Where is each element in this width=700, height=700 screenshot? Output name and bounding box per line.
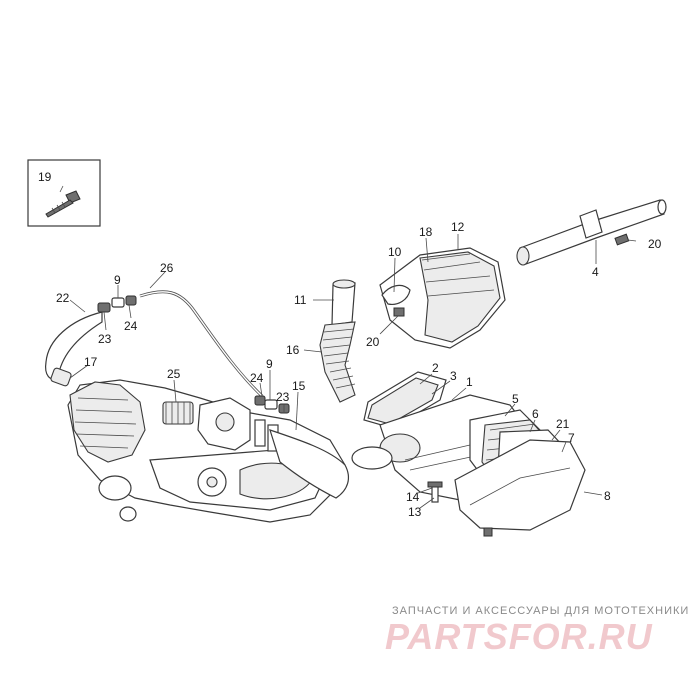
rubber-joint (254, 419, 266, 447)
callout-8: 8 (604, 489, 611, 503)
callout-24-right: 24 (250, 371, 264, 385)
callout-18: 18 (419, 225, 433, 239)
callout-11: 11 (294, 293, 307, 307)
callout-24-left: 24 (124, 319, 138, 333)
corrugated-hose-16 (319, 321, 356, 403)
callout-20-left: 20 (366, 335, 380, 349)
fitting-9-left (111, 297, 125, 308)
upper-airbox (379, 247, 506, 349)
hose-clamp (351, 446, 393, 470)
screw-bottom (483, 527, 493, 537)
fitting-23-left (97, 302, 111, 313)
callout-26: 26 (160, 261, 174, 275)
callout-10: 10 (388, 245, 402, 259)
tube-11 (331, 282, 356, 326)
screw-20-right (614, 233, 630, 246)
callout-22: 22 (56, 291, 70, 305)
hoses (45, 290, 290, 414)
oil-plug (119, 506, 137, 522)
tube-11-and-hose-16 (319, 279, 356, 403)
callout-20-right: 20 (648, 237, 662, 251)
leader-lines (59, 185, 637, 509)
callout-1: 1 (466, 375, 473, 389)
inset-part-19 (27, 159, 101, 227)
clip-10 (381, 284, 411, 305)
callout-13: 13 (408, 505, 422, 519)
callout-17: 17 (84, 355, 98, 369)
callout-16: 16 (286, 343, 300, 357)
filter-element-3 (367, 377, 439, 425)
right-filter-group (454, 409, 586, 537)
callout-6: 6 (532, 407, 539, 421)
callout-23-right: 23 (276, 390, 290, 404)
callout-3: 3 (450, 369, 457, 383)
screw-20-left (393, 307, 405, 317)
starter-motor (98, 475, 132, 501)
callout-25: 25 (167, 367, 181, 381)
watermark-tagline: ЗАПЧАСТИ И АКСЕССУАРЫ ДЛЯ МОТОТЕХНИКИ (392, 605, 690, 617)
snorkel-4 (516, 199, 667, 266)
callout-9-left: 9 (114, 273, 121, 287)
cylinder-head (69, 381, 146, 463)
clamp-17 (50, 367, 72, 387)
cover-8 (454, 439, 586, 531)
inset-frame (27, 159, 101, 227)
callout-15: 15 (292, 379, 306, 393)
callout-12: 12 (451, 220, 465, 234)
callout-14: 14 (406, 490, 420, 504)
callout-4: 4 (592, 265, 599, 279)
intake-duct-15 (269, 429, 349, 499)
callout-labels: 19 26 9 22 24 23 17 25 24 9 23 15 16 11 … (38, 170, 662, 519)
watermark-logo: PARTSFOR.RU (385, 616, 653, 657)
callout-7: 7 (568, 431, 575, 445)
callout-19: 19 (38, 170, 52, 184)
callout-5: 5 (512, 392, 519, 406)
fitting-24-left (125, 295, 137, 306)
hose-22 (45, 311, 103, 380)
screw-icon (45, 190, 81, 218)
callout-9-right: 9 (266, 357, 273, 371)
callout-23-left: 23 (98, 332, 112, 346)
callout-2: 2 (432, 361, 439, 375)
snorkel-bracket (579, 209, 603, 239)
callout-21: 21 (556, 417, 570, 431)
